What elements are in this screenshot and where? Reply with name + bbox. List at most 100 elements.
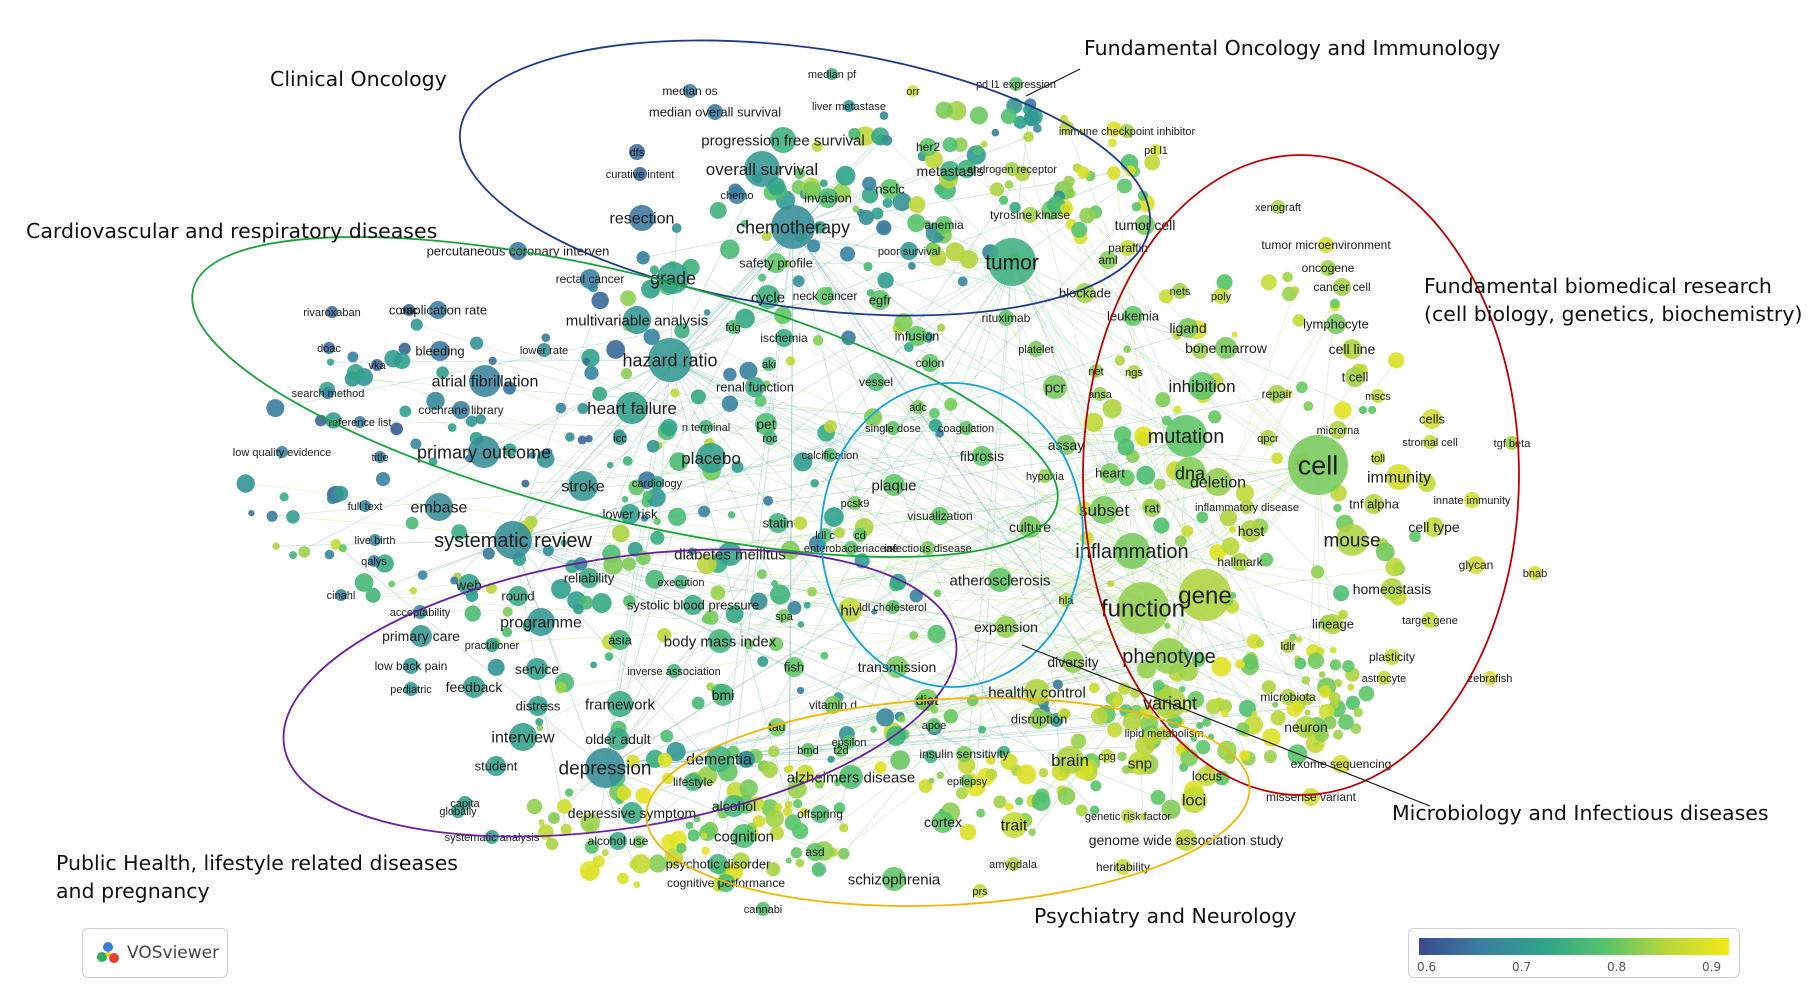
- term-label[interactable]: cell line: [1329, 341, 1376, 357]
- term-label[interactable]: ldl c: [815, 530, 835, 542]
- network-node[interactable]: [692, 697, 705, 710]
- network-node[interactable]: [1333, 504, 1341, 512]
- network-node[interactable]: [658, 753, 672, 767]
- term-label[interactable]: microrna: [1317, 425, 1361, 437]
- network-node[interactable]: [824, 507, 844, 527]
- term-label[interactable]: colon: [916, 356, 945, 370]
- network-node[interactable]: [852, 205, 859, 212]
- term-label[interactable]: primary outcome: [417, 442, 551, 462]
- network-node[interactable]: [840, 246, 855, 261]
- term-label[interactable]: qpcr: [1257, 433, 1279, 445]
- term-label[interactable]: qalys: [361, 556, 387, 568]
- network-node[interactable]: [1017, 765, 1037, 785]
- network-node[interactable]: [1282, 272, 1292, 282]
- network-node[interactable]: [1333, 730, 1343, 740]
- term-label[interactable]: cd: [854, 530, 866, 542]
- term-label[interactable]: round: [501, 589, 534, 604]
- term-label[interactable]: cognitive performance: [667, 876, 785, 890]
- term-label[interactable]: schizophrenia: [848, 871, 941, 888]
- network-node[interactable]: [794, 516, 807, 529]
- term-label[interactable]: chemo: [720, 190, 753, 202]
- network-node[interactable]: [660, 730, 673, 743]
- network-node[interactable]: [541, 333, 550, 342]
- term-label[interactable]: lymphocyte: [1303, 317, 1369, 332]
- term-label[interactable]: anemia: [924, 218, 964, 232]
- network-node[interactable]: [976, 809, 985, 818]
- network-node[interactable]: [590, 661, 597, 668]
- network-node[interactable]: [1222, 537, 1240, 555]
- network-node[interactable]: [1334, 679, 1342, 687]
- network-node[interactable]: [937, 772, 944, 779]
- network-node[interactable]: [768, 746, 779, 757]
- network-node[interactable]: [670, 388, 679, 397]
- term-label[interactable]: hazard ratio: [622, 350, 717, 370]
- term-label[interactable]: liver metastase: [812, 101, 886, 113]
- term-label[interactable]: cell: [1298, 450, 1339, 480]
- term-label[interactable]: lower rate: [520, 345, 568, 357]
- term-label[interactable]: neuron: [1284, 719, 1328, 735]
- term-label[interactable]: ldlr: [1281, 641, 1296, 653]
- term-label[interactable]: insulin sensitivity: [919, 747, 1008, 761]
- term-label[interactable]: t cell: [1342, 370, 1369, 385]
- term-label[interactable]: curative intent: [606, 169, 674, 181]
- term-label[interactable]: brain: [1051, 751, 1089, 770]
- network-node[interactable]: [786, 858, 792, 864]
- term-label[interactable]: progression free survival: [701, 132, 864, 149]
- term-label[interactable]: renal function: [716, 380, 794, 395]
- network-node[interactable]: [1338, 714, 1354, 730]
- network-node[interactable]: [960, 824, 976, 840]
- term-label[interactable]: repair: [1262, 387, 1293, 401]
- network-node[interactable]: [1154, 478, 1166, 490]
- term-label[interactable]: prs: [972, 886, 988, 898]
- term-label[interactable]: older adult: [585, 731, 650, 747]
- term-label[interactable]: t2d: [833, 745, 848, 757]
- network-node[interactable]: [649, 854, 667, 872]
- term-label[interactable]: feedback: [446, 679, 504, 695]
- network-node[interactable]: [757, 656, 768, 667]
- network-node[interactable]: [327, 359, 334, 366]
- network-node[interactable]: [958, 276, 968, 286]
- network-node[interactable]: [795, 858, 804, 867]
- term-label[interactable]: gene: [1178, 582, 1231, 609]
- term-label[interactable]: atrial fibrillation: [432, 374, 539, 391]
- network-node[interactable]: [355, 573, 374, 592]
- term-label[interactable]: ischemia: [760, 331, 808, 345]
- network-node[interactable]: [909, 196, 926, 213]
- network-node[interactable]: [838, 848, 850, 860]
- term-label[interactable]: heart failure: [587, 399, 677, 418]
- network-node[interactable]: [1221, 710, 1229, 718]
- term-label[interactable]: apoe: [922, 720, 946, 732]
- term-label[interactable]: subset: [1079, 501, 1129, 520]
- term-label[interactable]: full text: [348, 501, 383, 513]
- network-node[interactable]: [676, 843, 686, 853]
- network-node[interactable]: [934, 589, 942, 597]
- term-label[interactable]: body mass index: [664, 633, 777, 650]
- network-node[interactable]: [1235, 659, 1245, 669]
- network-node[interactable]: [1353, 708, 1363, 718]
- term-label[interactable]: overall survival: [706, 160, 818, 179]
- network-node[interactable]: [1077, 166, 1089, 178]
- network-node[interactable]: [807, 587, 817, 597]
- network-node[interactable]: [762, 762, 778, 778]
- network-node[interactable]: [1173, 406, 1181, 414]
- term-label[interactable]: nsclc: [875, 182, 905, 197]
- network-node[interactable]: [538, 819, 544, 825]
- term-label[interactable]: globally: [439, 806, 477, 818]
- network-node[interactable]: [660, 419, 677, 436]
- network-node[interactable]: [388, 581, 395, 588]
- term-label[interactable]: cannabi: [744, 904, 783, 916]
- network-node[interactable]: [1303, 401, 1313, 411]
- term-label[interactable]: vessel: [859, 375, 893, 389]
- network-node[interactable]: [710, 202, 727, 219]
- term-label[interactable]: egfr: [869, 293, 892, 308]
- term-label[interactable]: vitamin d: [809, 698, 857, 712]
- network-node[interactable]: [981, 141, 988, 148]
- term-label[interactable]: infusion: [895, 329, 940, 344]
- term-label[interactable]: hiv: [840, 602, 860, 619]
- term-label[interactable]: cortex: [924, 814, 962, 830]
- network-node[interactable]: [1112, 696, 1122, 706]
- term-label[interactable]: aki: [762, 359, 776, 371]
- term-label[interactable]: multivariable analysis: [566, 312, 709, 329]
- network-node[interactable]: [1342, 660, 1354, 672]
